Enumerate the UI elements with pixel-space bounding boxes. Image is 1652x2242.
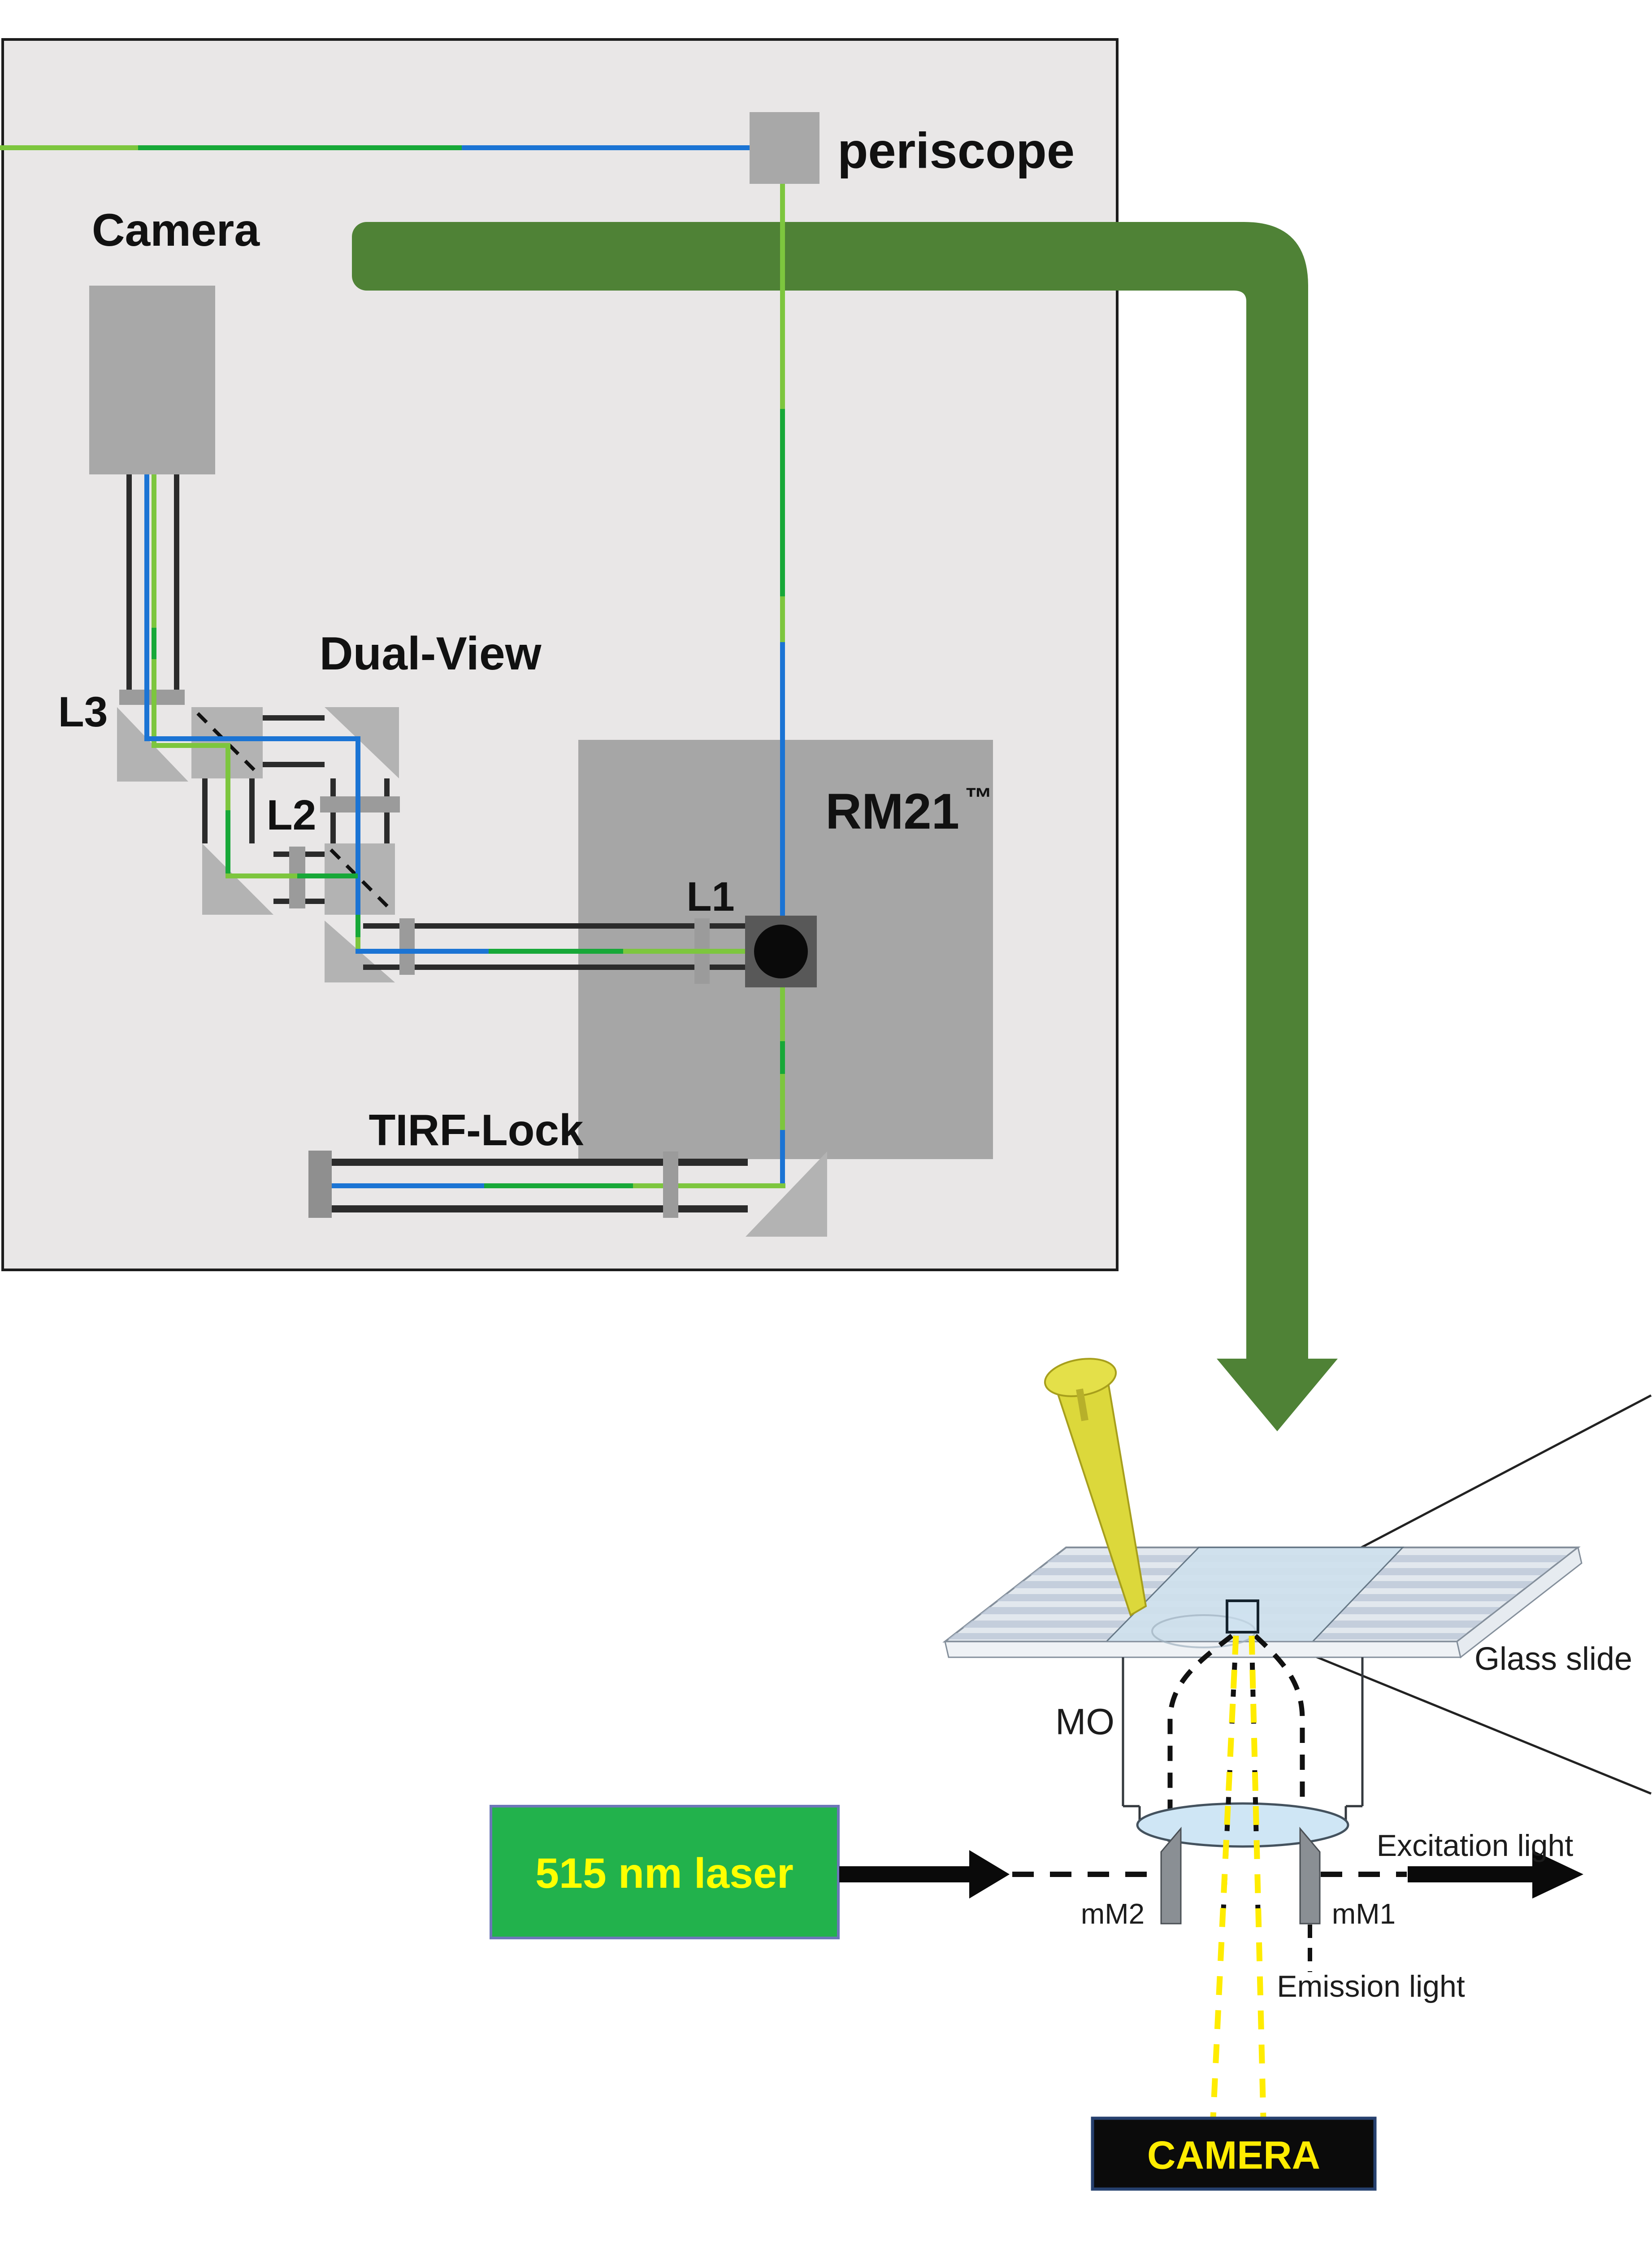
excitation-light-label: Excitation light	[1377, 1829, 1574, 1863]
tirf-lock-assembly	[308, 1151, 827, 1237]
exit-tube-lens	[399, 918, 415, 975]
excitation-beam-dashes	[1167, 1634, 1305, 1851]
periscope-label: periscope	[837, 123, 1075, 179]
l2-label: L2	[267, 791, 317, 839]
dichroic-2-splitter-line	[330, 848, 390, 909]
micro-mirror-mm1	[1299, 1826, 1321, 1925]
emission-light-label: Emission light	[1277, 1969, 1465, 2003]
mm1-label: mM1	[1332, 1898, 1396, 1930]
tirf-lens	[663, 1151, 678, 1218]
rm21-trademark: ™	[965, 782, 993, 813]
roi-callout-line-lower	[1257, 1632, 1652, 1795]
dichroic-1-splitter-line	[196, 712, 258, 773]
micro-mirror-mm2	[1160, 1826, 1182, 1925]
vertical-axis-beam	[780, 184, 785, 1188]
pipette-icon	[1044, 1358, 1147, 1616]
tirf-lock-label: TIRF-Lock	[369, 1105, 584, 1155]
objective-lens	[1136, 1802, 1349, 1848]
camera-tube	[126, 474, 179, 705]
input-beam-top	[0, 145, 783, 150]
dual-view-beams	[144, 474, 754, 954]
l1-aperture	[754, 925, 808, 978]
laser-label: 515 nm laser	[535, 1850, 793, 1897]
microscope-objective	[1122, 1657, 1364, 1821]
emission-beam-yellow	[1210, 1635, 1266, 2119]
tirf-mirror-prism	[746, 1151, 827, 1237]
camera-body	[89, 286, 215, 474]
excitation-arrow-icon	[1408, 1850, 1583, 1899]
mirror-prism-bottom-left	[202, 843, 273, 915]
mirror-prism-top-right	[325, 707, 399, 778]
periscope-mirror-block	[750, 112, 819, 184]
mo-label: MO	[1055, 1702, 1114, 1742]
laser-arrow-icon	[839, 1850, 1010, 1899]
laser-box	[490, 1805, 840, 1939]
dual-view-label: Dual-View	[319, 628, 542, 680]
mm2-label: mM2	[1081, 1898, 1145, 1930]
camera-box	[1091, 2116, 1377, 2191]
l3-label: L3	[58, 688, 108, 736]
camera-box-label: CAMERA	[1147, 2133, 1320, 2177]
glass-slide-label: Glass slide	[1474, 1641, 1632, 1677]
glass-slide	[942, 1546, 1583, 1659]
l1-label: L1	[686, 874, 734, 920]
roi-square	[1226, 1599, 1259, 1634]
camera-label: Camera	[92, 204, 260, 256]
rm21-label: RM21	[825, 783, 959, 839]
tirf-end-cap	[308, 1151, 332, 1218]
